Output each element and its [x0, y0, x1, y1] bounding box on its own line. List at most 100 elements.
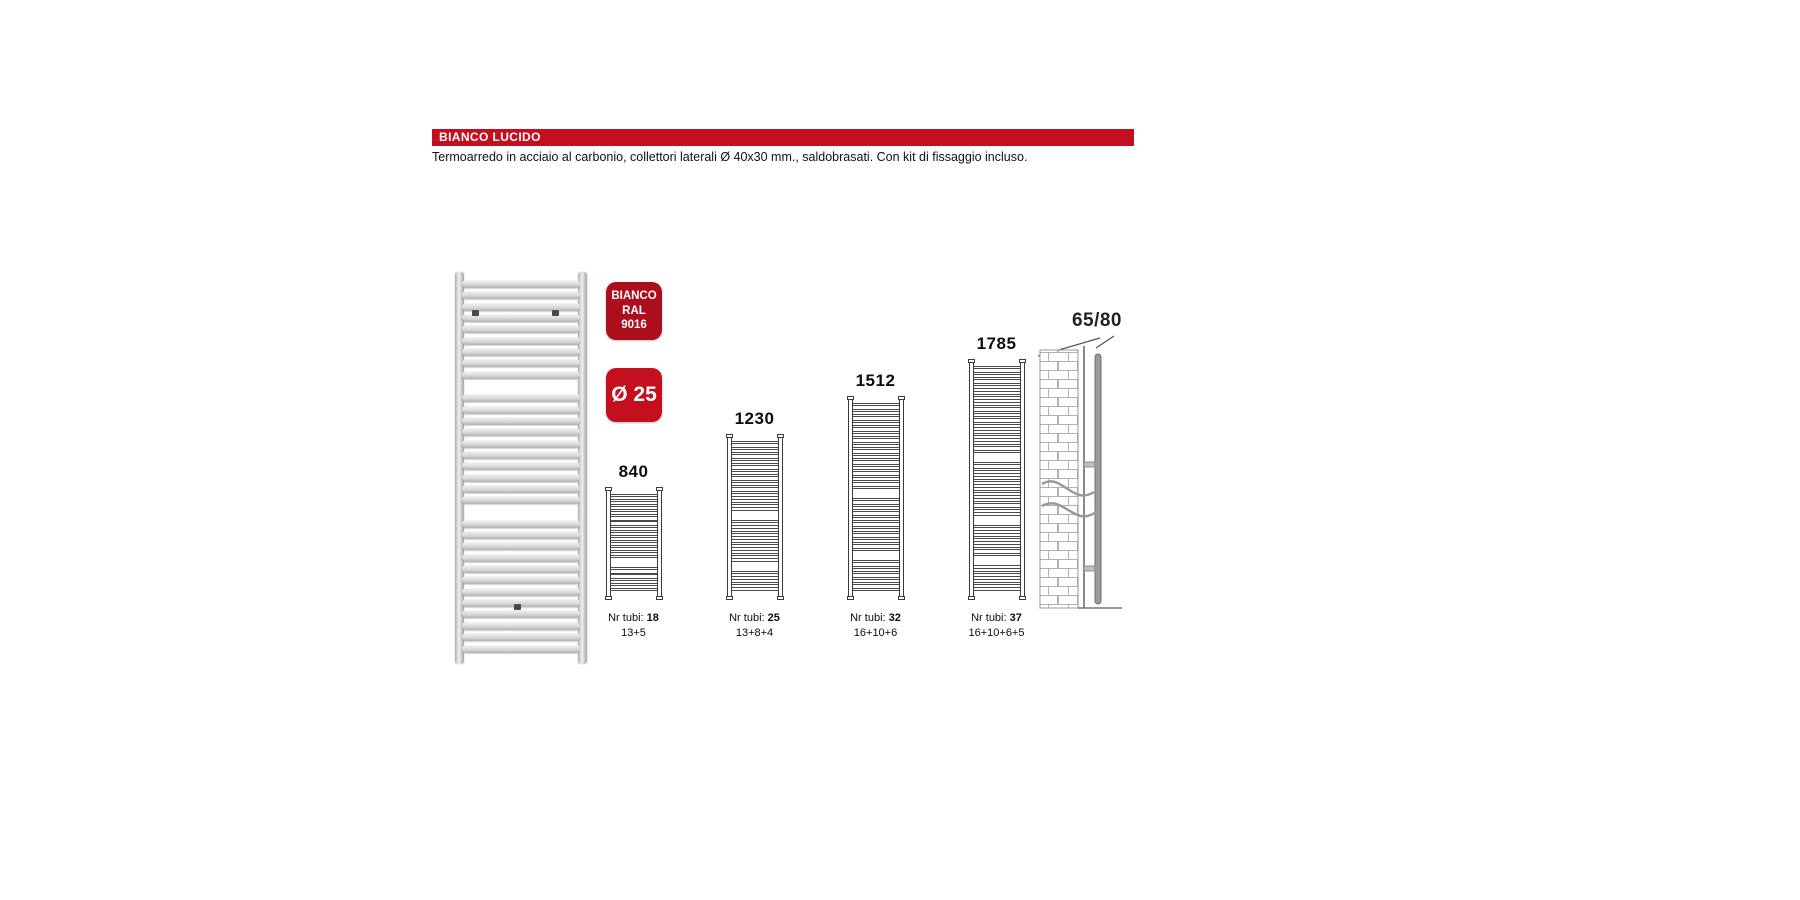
- tube-groups: 16+10+6: [853, 626, 898, 639]
- collector-cap-icon: [725, 596, 733, 600]
- section-header-bar: BIANCO LUCIDO: [432, 129, 1134, 146]
- diagram-tube: [852, 503, 899, 507]
- valve-mark: [514, 604, 521, 610]
- diagram-tube: [973, 382, 1020, 387]
- diagram-tube: [973, 506, 1020, 510]
- diagram-tube: [852, 571, 899, 575]
- diagram-tube: [852, 474, 899, 478]
- model-tubes-label: Nr tubi: 18 13+5: [608, 611, 659, 641]
- photo-tube: [462, 565, 580, 574]
- diagram-tube: [852, 485, 899, 489]
- model-tubes-label: Nr tubi: 37 16+10+6+5: [969, 611, 1025, 641]
- diagram-tube: [852, 565, 899, 569]
- tubes-label-text: Nr tubi:: [850, 612, 886, 624]
- color-badge-code: 9016: [621, 319, 647, 332]
- diagram-tube: [610, 504, 657, 508]
- collector-cap-icon: [655, 596, 663, 600]
- diagram-tube: [731, 519, 778, 524]
- photo-tube: [462, 280, 580, 288]
- diagram-tube: [731, 547, 778, 551]
- diagram-tube: [731, 581, 778, 586]
- diagram-tube: [973, 467, 1020, 471]
- photo-tube: [462, 428, 580, 437]
- diagram-tube: [731, 496, 778, 500]
- photo-right-collector: [578, 272, 587, 664]
- diagram-tube: [852, 430, 899, 434]
- model-tubes-label: Nr tubi: 25 13+8+4: [729, 611, 780, 641]
- diagram-tube: [852, 542, 899, 546]
- model-height-label: 1785: [976, 334, 1017, 353]
- diagram-tube: [852, 509, 899, 513]
- pipe-connection: [1041, 502, 1097, 518]
- photo-tube: [462, 416, 580, 425]
- photo-tube: [462, 587, 580, 596]
- diagram-tube: [610, 572, 657, 576]
- diagram-tube: [852, 547, 899, 551]
- diagram-tube: [731, 446, 778, 450]
- diagram-tube: [731, 490, 778, 494]
- tubes-count: 25: [767, 612, 780, 624]
- brick-wall: [1039, 349, 1079, 609]
- model-height-label: 840: [618, 462, 649, 481]
- collector-cap-icon: [897, 596, 905, 600]
- diagram-tube: [731, 463, 778, 467]
- tube-diameter-badge: Ø 25: [606, 368, 662, 422]
- diagram-tube: [610, 534, 657, 538]
- photo-tube: [462, 336, 580, 345]
- left-collector: [726, 437, 732, 597]
- diagram-tube: [731, 501, 778, 506]
- diagram-tube: [973, 432, 1020, 437]
- tubes-label-text: Nr tubi:: [729, 612, 765, 624]
- radiator-side-profile: [1094, 353, 1102, 605]
- photo-tube: [462, 610, 580, 619]
- tubes-count: 37: [1009, 612, 1022, 624]
- diagram-tube: [973, 404, 1020, 409]
- diagram-tube: [610, 499, 657, 503]
- photo-tube: [462, 621, 580, 630]
- diagram-tube: [610, 514, 657, 518]
- dimension-tick: [1095, 335, 1115, 349]
- left-collector: [968, 362, 974, 597]
- model-diagram: [722, 434, 788, 600]
- diagram-tube: [973, 530, 1020, 534]
- diagram-tube: [973, 587, 1020, 591]
- photo-tube: [462, 394, 580, 403]
- diagram-tube: [852, 452, 899, 456]
- diagram-tube: [610, 587, 657, 591]
- diagram-tube: [610, 540, 657, 543]
- collector-cap-icon: [604, 487, 612, 491]
- photo-tube: [462, 553, 580, 562]
- tubes-label-text: Nr tubi:: [608, 612, 644, 624]
- diagram-tube: [973, 388, 1020, 392]
- diagram-tube: [610, 550, 657, 554]
- photo-tube: [462, 325, 580, 334]
- diagram-tube: [731, 485, 778, 489]
- photo-tube: [462, 576, 580, 585]
- diagram-tube: [610, 529, 657, 533]
- left-collector: [605, 490, 611, 597]
- photo-tube: [462, 496, 580, 505]
- size-diagrams: 840 Nr tubi: 18 13+5 1230: [573, 334, 1059, 641]
- diagram-tube: [731, 507, 778, 511]
- diagram-tube: [852, 576, 899, 580]
- collector-cap-icon: [776, 434, 784, 438]
- diagram-tube: [610, 582, 657, 586]
- right-collector: [898, 399, 904, 597]
- photo-tube: [462, 473, 580, 482]
- diagram-tube: [973, 495, 1020, 499]
- collector-cap-icon: [725, 434, 733, 438]
- right-collector: [1019, 362, 1025, 597]
- diagram-tube: [973, 410, 1020, 414]
- diagram-tube: [852, 441, 899, 445]
- diagram-tube: [852, 403, 899, 407]
- photo-left-collector: [455, 272, 464, 664]
- model-height-label: 1230: [734, 409, 775, 428]
- diagram-tube: [973, 377, 1020, 381]
- wall-mount-detail: 65/80: [1037, 310, 1122, 623]
- diagram-tube: [852, 498, 899, 502]
- tubes-count: 18: [646, 612, 659, 624]
- mount-bracket: [1083, 461, 1096, 468]
- left-collector: [847, 399, 853, 597]
- collector-cap-icon: [846, 396, 854, 400]
- diagram-tube: [610, 494, 657, 497]
